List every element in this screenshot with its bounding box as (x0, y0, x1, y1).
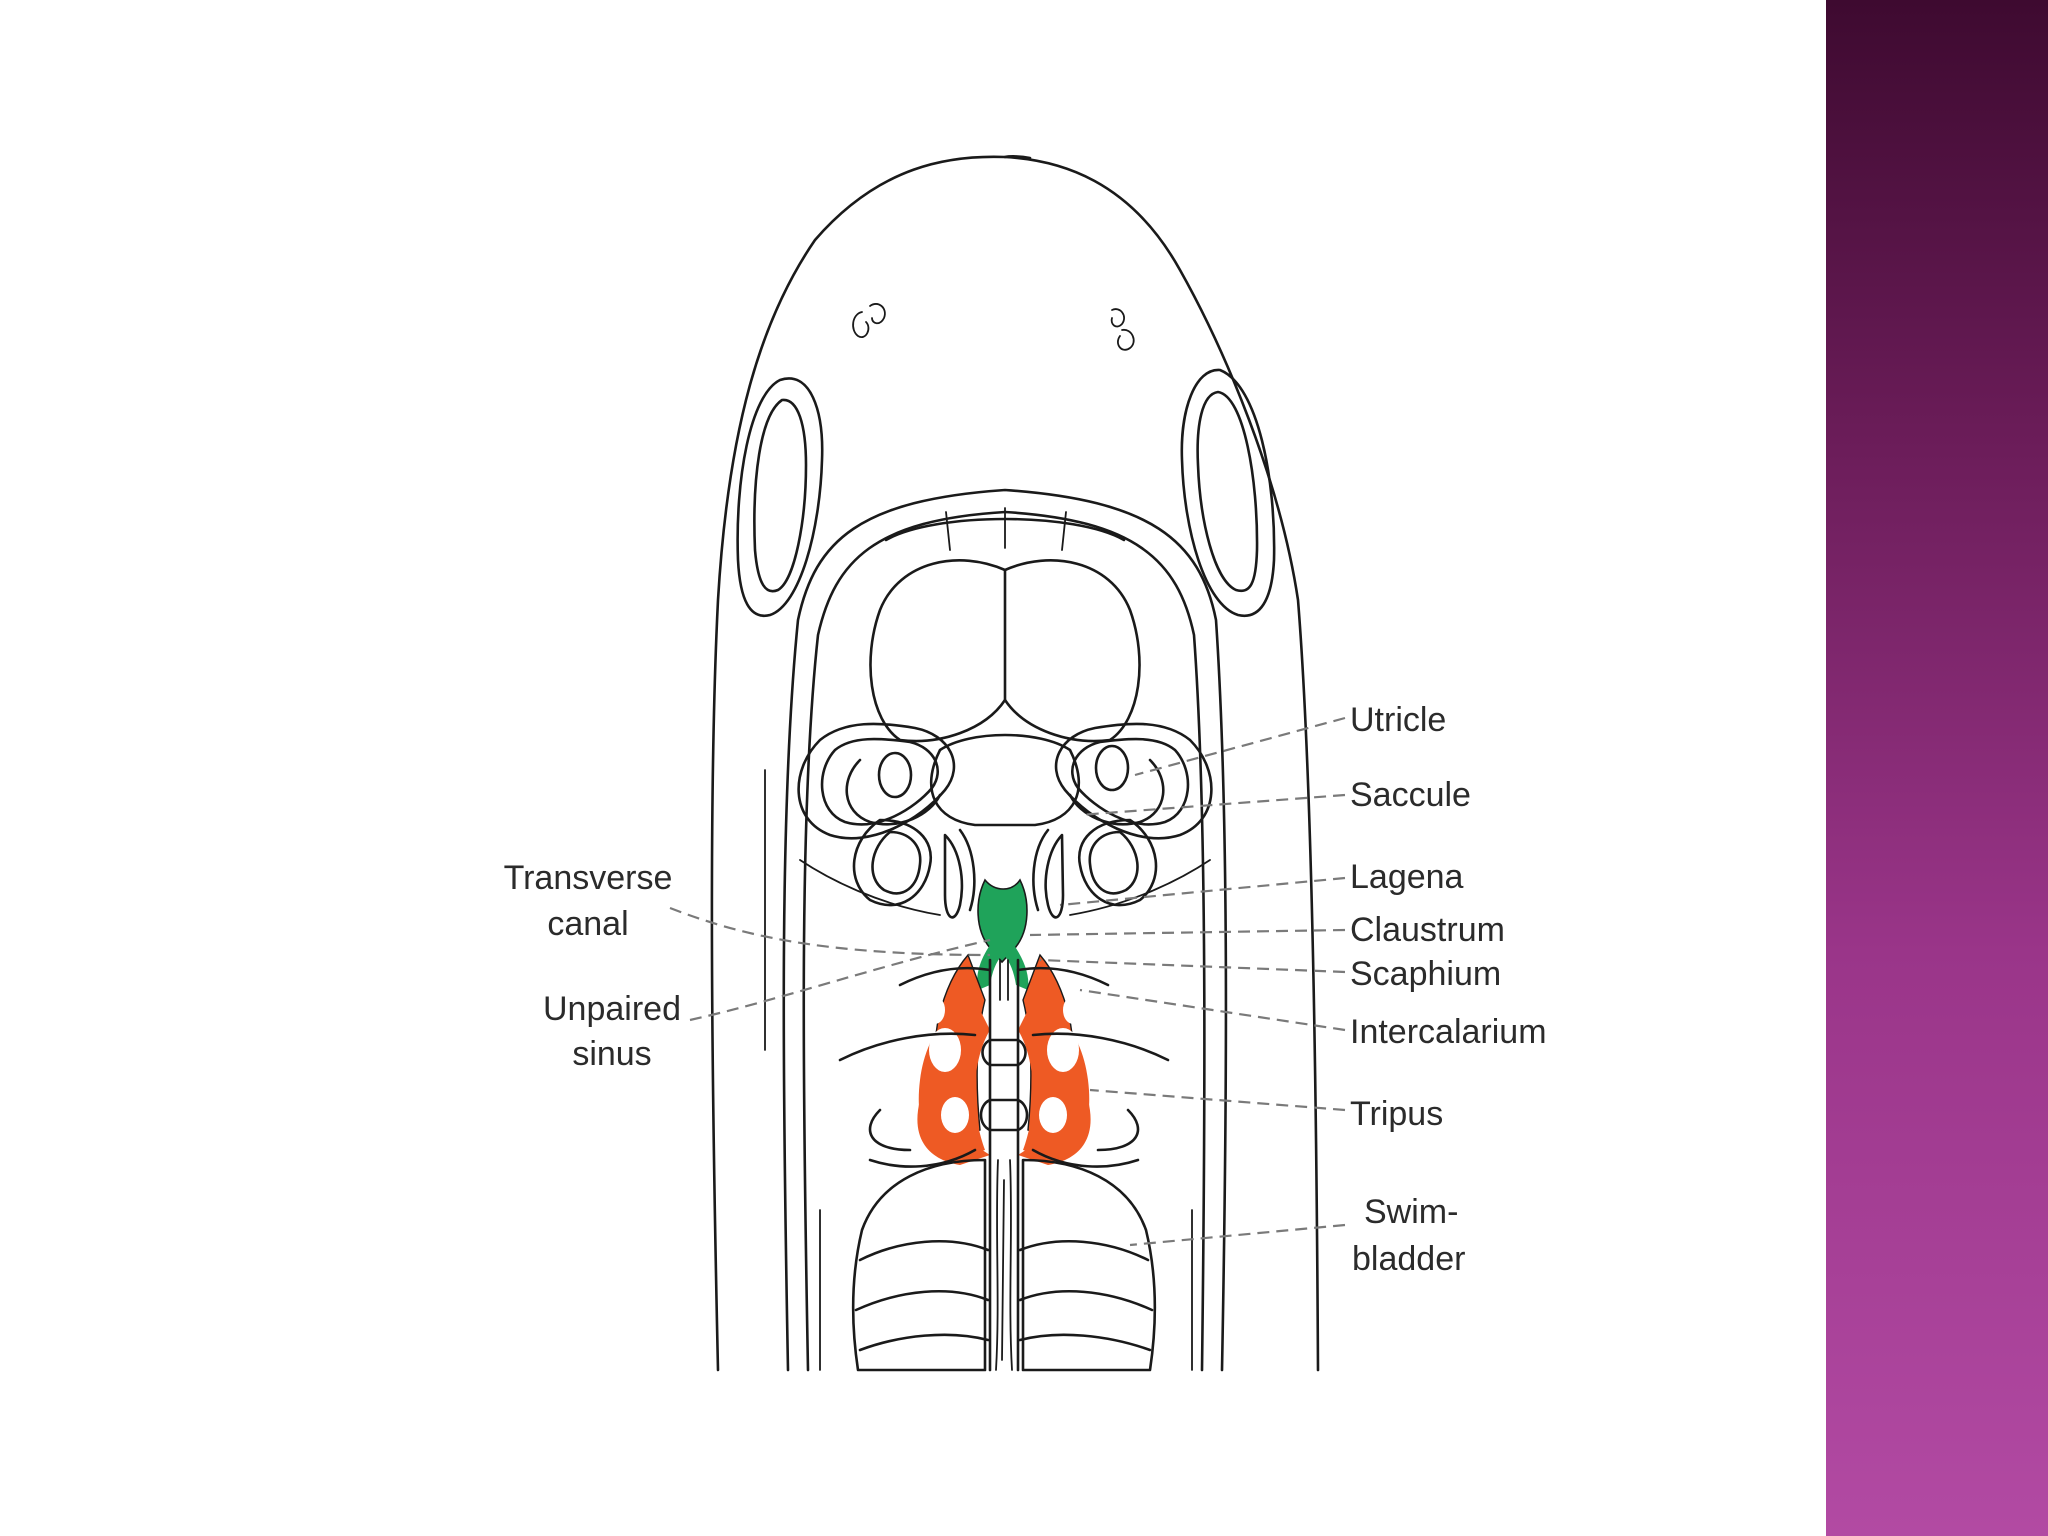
label-unpaired-sinus-line1: Unpaired (543, 990, 681, 1028)
vertebral-column (838, 958, 1170, 1372)
label-swimbladder-line1: Swim- (1364, 1193, 1458, 1231)
label-utricle: Utricle (1350, 701, 1446, 739)
label-swimbladder-line2: bladder (1352, 1240, 1465, 1278)
label-saccule: Saccule (1350, 776, 1471, 814)
label-scaphium: Scaphium (1350, 955, 1501, 993)
swim-bladder (851, 1158, 1157, 1372)
eyes (736, 368, 1276, 618)
label-lagena: Lagena (1350, 858, 1464, 896)
inner-ear-right (1032, 722, 1213, 919)
decorative-sidebar (1826, 0, 2048, 1536)
label-unpaired-sinus-line2: sinus (572, 1035, 651, 1073)
weberian-ossicles (917, 953, 1091, 1165)
sinus-impar (977, 878, 1029, 990)
cranium (764, 488, 1228, 1372)
label-transverse-canal-line1: Transverse (504, 859, 673, 897)
label-claustrum: Claustrum (1350, 911, 1505, 949)
label-tripus: Tripus (1350, 1095, 1443, 1133)
label-intercalarium: Intercalarium (1350, 1013, 1547, 1051)
nostrils (852, 303, 1135, 351)
label-transverse-canal-line2: canal (547, 905, 628, 943)
inner-ear-left (797, 722, 976, 919)
weberian-apparatus-diagram: Utricle Saccule Lagena Claustrum Scaphiu… (504, 155, 1547, 1372)
head-outline (710, 155, 1320, 1372)
leader-lines (669, 716, 1346, 1247)
